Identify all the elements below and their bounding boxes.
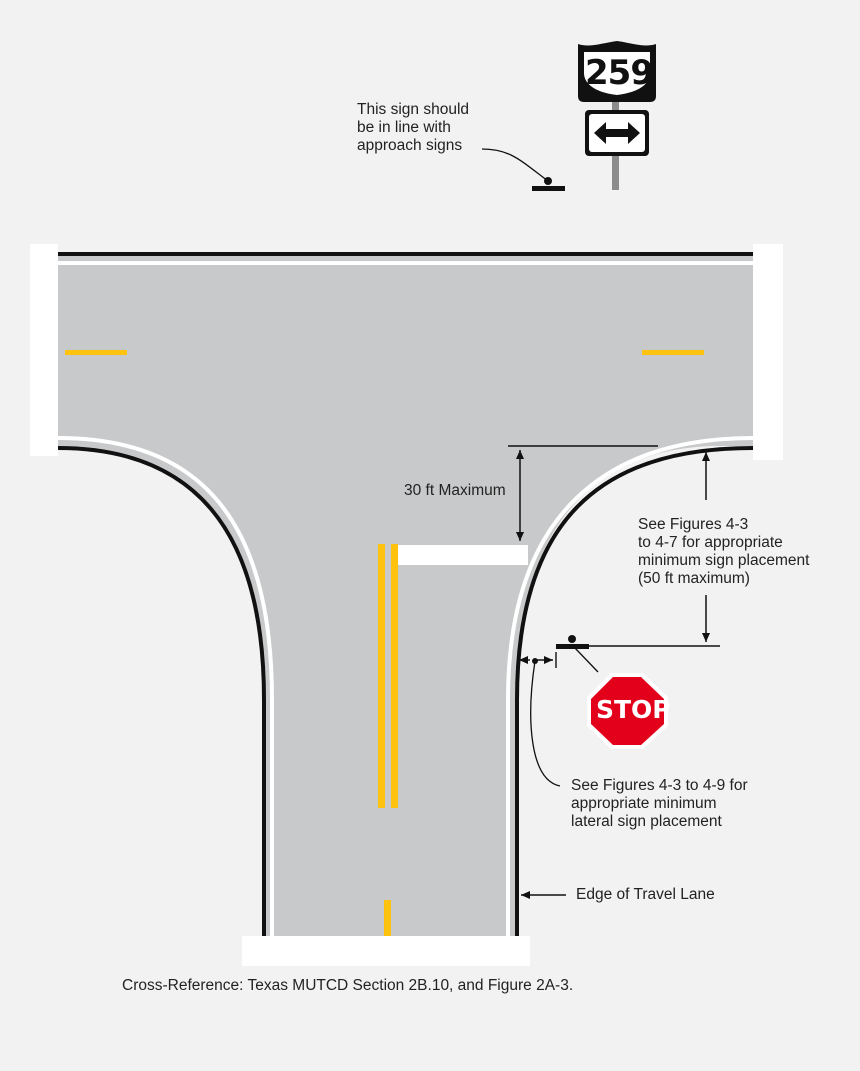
route-shield-inner: [584, 52, 650, 95]
stop-line: [398, 545, 528, 565]
stop-sign-leader: [573, 646, 599, 673]
top-sign-symbol: [532, 186, 565, 191]
sign-alignment-line: be in line with: [357, 119, 451, 136]
left-white-edge: [57, 436, 274, 936]
lateral-placement-line: appropriate minimum: [571, 795, 717, 812]
stop-sign-icon: [591, 677, 664, 745]
right-edge-line: [515, 446, 754, 936]
lower-centerline-dash: [384, 900, 391, 936]
edge-of-travel-lane-label: Edge of Travel Lane: [576, 886, 715, 903]
top-white-edge: [58, 261, 753, 265]
stop-sign-text: STOP: [596, 695, 671, 724]
double-yellow-right: [391, 544, 398, 808]
lateral-leader: [530, 660, 561, 787]
route-number: 259: [585, 53, 654, 93]
sign-placement-line: See Figures 4-3: [638, 516, 749, 533]
top-edge-line: [58, 252, 753, 256]
left-centerline-dash: [65, 350, 127, 355]
stop-sign-post: [568, 635, 576, 643]
left-edge-line: [57, 446, 266, 936]
bottom-border: [242, 936, 530, 966]
left-border: [30, 244, 58, 456]
lateral-placement-note: See Figures 4-3 to 4-9 for appropriate m…: [571, 777, 748, 831]
double-yellow-left: [378, 544, 385, 808]
right-white-edge: [506, 436, 754, 936]
lateral-placement-line: lateral sign placement: [571, 813, 722, 830]
cross-reference: Cross-Reference: Texas MUTCD Section 2B.…: [122, 977, 574, 994]
pavement: [58, 256, 753, 936]
sign-placement-line: (50 ft maximum): [638, 570, 750, 587]
sign-placement-line: to 4-7 for appropriate: [638, 534, 783, 551]
sign-alignment-line: This sign should: [357, 101, 470, 118]
right-border: [753, 244, 783, 460]
double-arrow-icon: [594, 122, 640, 144]
sign-alignment-note: This sign should be in line with approac…: [357, 101, 469, 155]
sign-placement-note: See Figures 4-3 to 4-7 for appropriate m…: [638, 516, 809, 588]
lateral-placement-line: See Figures 4-3 to 4-9 for: [571, 777, 748, 794]
max-distance-label: 30 ft Maximum: [404, 482, 506, 499]
sign-alignment-line: approach signs: [357, 137, 463, 154]
sign-alignment-leader: [481, 148, 549, 182]
right-centerline-dash: [642, 350, 704, 355]
stop-sign-symbol: [556, 644, 589, 649]
sign-placement-line: minimum sign placement: [638, 552, 810, 569]
